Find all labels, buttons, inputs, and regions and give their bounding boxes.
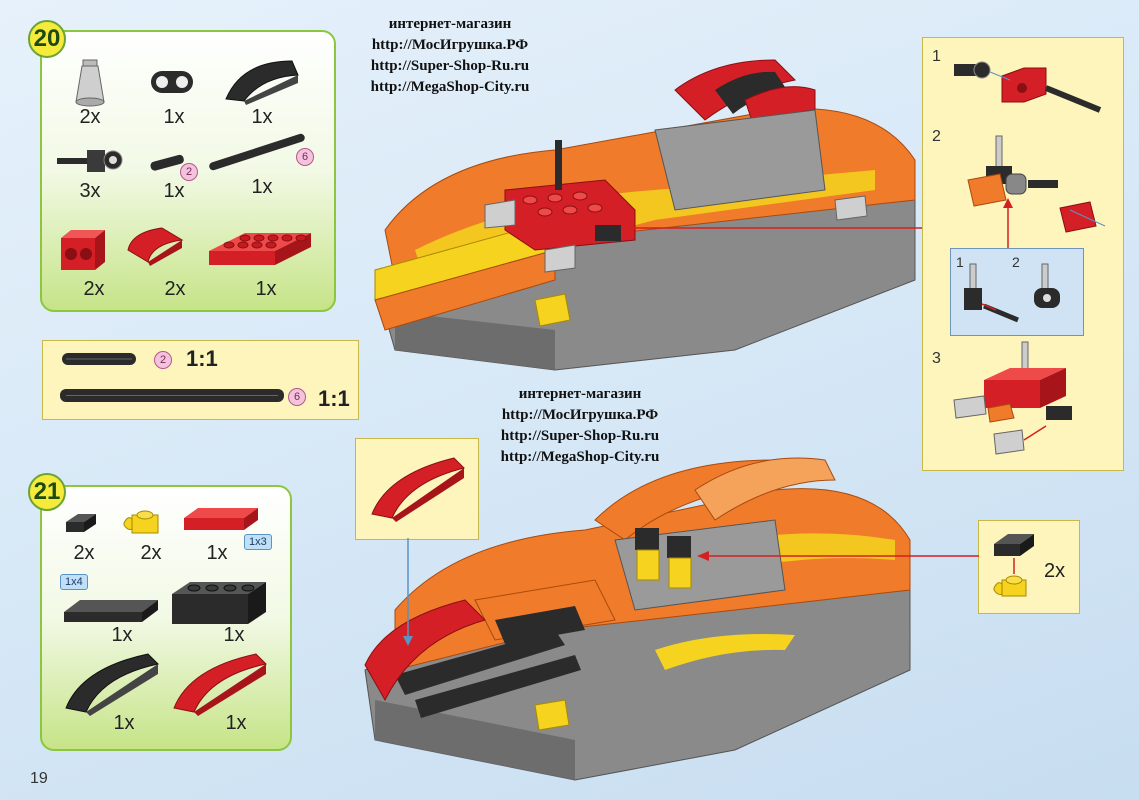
- shop-watermark-middle: интернет-магазин http://МосИгрушка.РФ ht…: [465, 384, 695, 468]
- part-black-tile-1x1-icon: [66, 514, 96, 532]
- substep-label: 3: [932, 350, 941, 367]
- car-model-step-21-illustration: [364, 457, 911, 781]
- inset-illustration: [964, 263, 1060, 323]
- part-red-curved-tile-icon: [127, 227, 184, 266]
- axle-length-ratio-box: [42, 340, 359, 420]
- part-qty: 3x: [79, 180, 101, 202]
- part-axle-pin-icon: [57, 150, 123, 172]
- part-cone-icon: [75, 59, 105, 107]
- black-tile-with-clip-icon: [993, 534, 1034, 597]
- shop-heading: интернет-магазин: [388, 16, 512, 32]
- ratio-label: 1:1: [318, 386, 350, 411]
- callout-arrow-icon: [403, 538, 413, 646]
- shop-link: http://МосИгрушка.РФ: [371, 37, 529, 53]
- callout-qty: 2x: [1044, 560, 1066, 582]
- part-qty: 2x: [164, 278, 186, 300]
- shop-link: http://Super-Shop-Ru.ru: [500, 428, 660, 444]
- callout-step21-arrow-icon: [697, 551, 979, 561]
- part-black-brick-1x4-icon: [172, 582, 266, 624]
- part-qty: 2x: [79, 106, 101, 128]
- part-qty: 2x: [140, 542, 162, 564]
- shop-link: http://MegaShop-City.ru: [500, 449, 660, 465]
- length-badge-6: 6: [296, 148, 314, 166]
- red-curved-slope-icon: [371, 457, 465, 522]
- part-qty: 1x: [255, 278, 277, 300]
- part-yellow-clip-icon: [123, 510, 159, 534]
- part-qty: 2x: [73, 542, 95, 564]
- inset-label: 1: [956, 254, 964, 270]
- part-qty: 1x: [163, 106, 185, 128]
- part-long-axle-icon: [209, 133, 305, 171]
- substep-1-illustration: [954, 61, 1102, 113]
- part-qty: 1x: [225, 712, 247, 734]
- shop-heading: интернет-магазин: [518, 386, 642, 402]
- axle-6-scale-icon: [60, 389, 284, 402]
- shop-link: http://Super-Shop-Ru.ru: [370, 58, 530, 74]
- length-badge-2: 2: [180, 163, 198, 181]
- shop-link: http://МосИгрушка.РФ: [501, 407, 659, 423]
- part-qty: 1x: [206, 542, 228, 564]
- shop-watermark-top: интернет-магазин http://МосИгрушка.РФ ht…: [335, 14, 565, 98]
- inset-label: 2: [1012, 254, 1020, 270]
- part-red-curved-slope-icon: [173, 653, 268, 716]
- part-connector-icon: [151, 71, 193, 93]
- size-tag-1x4: 1x4: [60, 574, 88, 590]
- part-black-tile-1x4-icon: [64, 600, 158, 622]
- part-curved-slope-black-icon: [225, 60, 299, 105]
- part-red-plate-2x6-icon: [209, 233, 311, 265]
- substep-label: 1: [932, 48, 941, 65]
- inset-arrow-icon: [1003, 198, 1013, 248]
- substep-3-illustration: [953, 341, 1072, 455]
- ratio-label: 1:1: [186, 346, 218, 371]
- step-21-badge: 21: [28, 473, 66, 511]
- part-red-technic-brick-icon: [61, 230, 105, 270]
- part-qty: 1x: [251, 176, 273, 198]
- part-qty: 1x: [113, 712, 135, 734]
- part-qty: 1x: [111, 624, 133, 646]
- part-black-curved-slope-icon: [65, 653, 160, 716]
- part-red-tile-1x3-icon: [184, 508, 258, 530]
- substep-label: 2: [932, 128, 941, 145]
- part-short-axle-icon: [150, 154, 184, 171]
- part-qty: 1x: [163, 180, 185, 202]
- car-model-step-20-illustration: [374, 59, 916, 371]
- shop-link: http://MegaShop-City.ru: [370, 79, 530, 95]
- ratio-badge-2: 2: [154, 351, 172, 369]
- substep-2-illustration: [967, 135, 1106, 233]
- size-tag-1x3: 1x3: [244, 534, 272, 550]
- ratio-badge-6: 6: [288, 388, 306, 406]
- page-number: 19: [30, 770, 48, 787]
- part-qty: 2x: [83, 278, 105, 300]
- axle-2-scale-icon: [62, 353, 136, 365]
- part-qty: 1x: [223, 624, 245, 646]
- step-20-badge: 20: [28, 20, 66, 58]
- callout-red-curved-part: [355, 438, 479, 540]
- part-qty: 1x: [251, 106, 273, 128]
